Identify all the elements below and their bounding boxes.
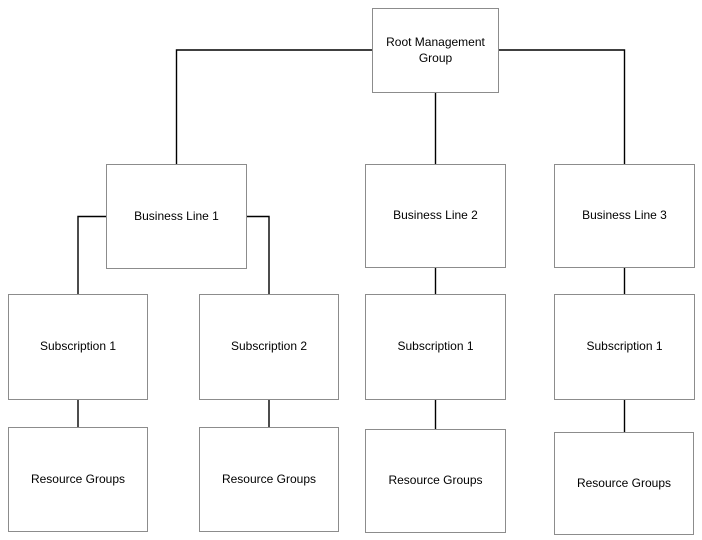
node-business-line-1: Business Line 1 xyxy=(106,164,247,269)
node-resource-groups-4: Resource Groups xyxy=(554,432,694,535)
node-root-management-group: Root Management Group xyxy=(372,8,499,93)
node-resource-groups-3: Resource Groups xyxy=(365,429,506,533)
connector-bl1-sub1a xyxy=(77,215,106,294)
node-subscription-1-bl1: Subscription 1 xyxy=(8,294,148,400)
node-resource-groups-2: Resource Groups xyxy=(199,427,339,532)
node-business-line-3: Business Line 3 xyxy=(554,164,695,268)
connector-root-bl3 xyxy=(499,49,626,164)
node-subscription-1-bl3: Subscription 1 xyxy=(554,294,695,400)
node-subscription-2-bl1: Subscription 2 xyxy=(199,294,339,400)
node-resource-groups-1: Resource Groups xyxy=(8,427,148,532)
connector-bl1-sub2a xyxy=(247,215,270,294)
node-business-line-2: Business Line 2 xyxy=(365,164,506,268)
node-subscription-1-bl2: Subscription 1 xyxy=(365,294,506,400)
connector-root-bl1 xyxy=(175,49,372,164)
